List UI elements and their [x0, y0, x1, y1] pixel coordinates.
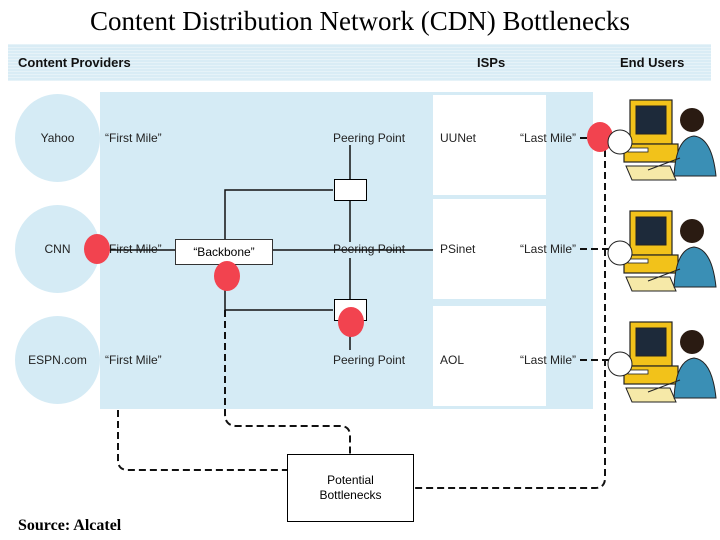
bottleneck-link	[414, 150, 606, 489]
potential-bottlenecks-box: Potential Bottlenecks	[287, 454, 414, 522]
peering-router-box	[334, 179, 367, 201]
end-user-icon	[607, 321, 717, 403]
isp-box-aol	[433, 306, 546, 406]
header-band	[8, 44, 711, 81]
end-user-icon	[607, 99, 717, 181]
column-label-providers: Content Providers	[18, 55, 131, 70]
last-mile-label: “Last Mile”	[520, 353, 577, 367]
bottleneck-link	[117, 410, 287, 471]
backbone-link	[224, 189, 333, 239]
isp-box-uunet	[433, 95, 546, 195]
provider-espn: ESPN.com	[15, 316, 100, 404]
isp-label-uunet: UUNet	[440, 131, 477, 145]
isp-box-psinet	[433, 199, 546, 299]
first-mile-label: “First Mile”	[105, 242, 162, 256]
backbone-box: “Backbone”	[175, 239, 273, 265]
provider-yahoo: Yahoo	[15, 94, 100, 182]
last-mile-label: “Last Mile”	[520, 242, 577, 256]
isp-label-aol: AOL	[440, 353, 465, 367]
peering-point-label: Peering Point	[333, 353, 406, 367]
potential-bottlenecks-label: Potential Bottlenecks	[319, 473, 382, 502]
bottleneck-marker-backbone	[214, 261, 240, 291]
page-title: Content Distribution Network (CDN) Bottl…	[90, 6, 630, 36]
column-label-users: End Users	[620, 55, 685, 70]
peering-point-label: Peering Point	[333, 131, 406, 145]
column-label-isps: ISPs	[477, 55, 506, 70]
first-mile-label: “First Mile”	[105, 353, 162, 367]
last-mile-label: “Last Mile”	[520, 131, 577, 145]
first-mile-label: “First Mile”	[105, 131, 162, 145]
source-caption: Source: Alcatel	[18, 517, 122, 534]
peering-point-label: Peering Point	[333, 242, 406, 256]
bottleneck-marker-first-mile	[84, 234, 110, 264]
isp-label-psinet: PSinet	[440, 242, 476, 256]
end-user-icon	[607, 210, 717, 292]
bottleneck-marker-peering	[338, 307, 364, 337]
